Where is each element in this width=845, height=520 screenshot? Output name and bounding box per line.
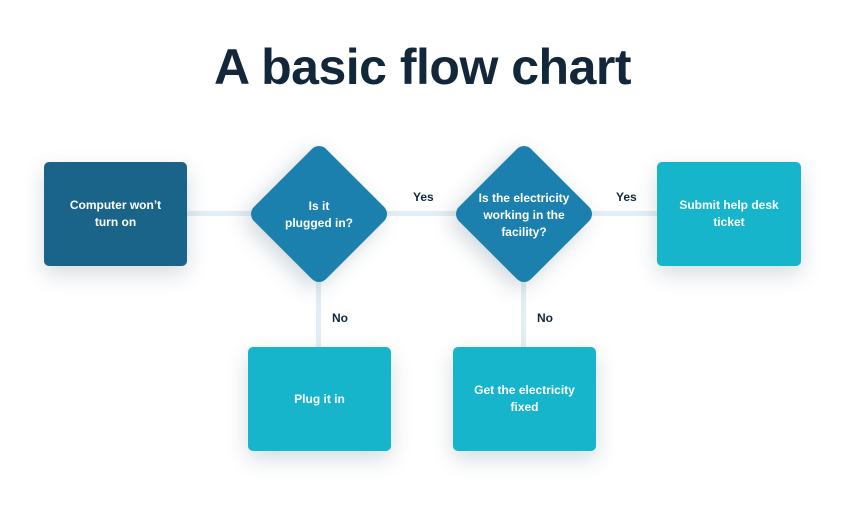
decision-plugged-in-text: Is it plugged in? [259,198,379,232]
submit-ticket-box: Submit help desk ticket [657,162,801,266]
plug-it-in-box: Plug it in [248,347,391,451]
decision-electricity-text: Is the electricity working in the facili… [459,190,589,241]
edge-label-no-2: No [537,311,553,325]
submit-text-line2: ticket [713,215,745,229]
connector-decision1-to-plug [316,280,321,350]
edge-label-no-1: No [332,311,348,325]
decision2-line1: Is the electricity [478,191,570,205]
chart-title: A basic flow chart [213,39,632,95]
submit-text-line1: Submit help desk [679,198,779,212]
start-text-line2: turn on [94,215,137,229]
decision1-line2: plugged in? [285,216,353,230]
fix-text-line2: fixed [510,400,539,414]
decision1-line1: Is it [308,199,330,213]
fix-text-line1: Get the electricity [474,383,575,397]
connector-decision1-to-decision2 [382,211,460,216]
edge-label-yes-1: Yes [413,190,434,204]
decision2-line3: facility? [501,225,547,239]
edge-label-yes-2: Yes [616,190,637,204]
decision2-line2: working in the [483,208,565,222]
fix-electricity-box: Get the electricity fixed [453,347,596,451]
connector-decision2-to-submit [590,211,660,216]
connector-decision2-to-fix [521,280,526,350]
plug-text-line1: Plug it in [294,391,345,406]
start-box: Computer won’t turn on [44,162,187,266]
start-text-line1: Computer won’t [69,198,162,212]
connector-start-to-decision1 [186,211,256,216]
